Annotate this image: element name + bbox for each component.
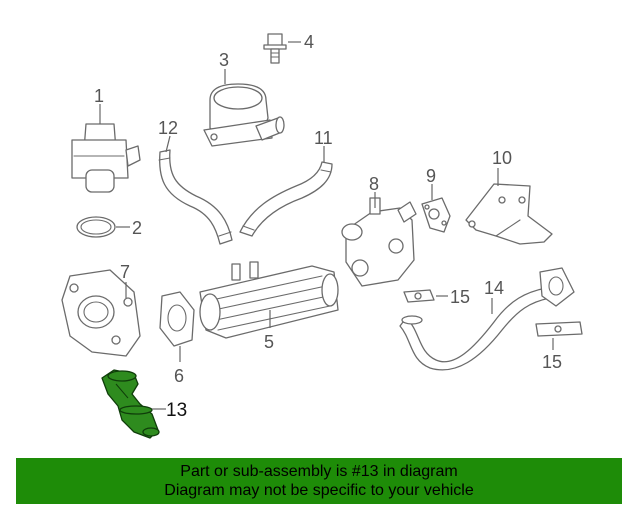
part-3-sensor[interactable] (203, 83, 285, 147)
callout-4: 4 (304, 32, 314, 52)
info-banner: Part or sub-assembly is #13 in diagram D… (16, 458, 622, 504)
callout-15b: 15 (542, 352, 562, 372)
part-8-egr-valve[interactable] (341, 197, 417, 287)
callout-5: 5 (264, 332, 274, 352)
banner-line-1: Part or sub-assembly is #13 in diagram (180, 463, 458, 480)
callout-13: 13 (166, 400, 187, 421)
part-2-oring[interactable] (76, 216, 116, 238)
part-15-gasket-lower[interactable] (535, 321, 583, 337)
callout-12: 12 (158, 118, 178, 138)
part-5-egr-cooler[interactable] (199, 261, 339, 339)
callout-11: 11 (314, 128, 333, 148)
callout-8: 8 (369, 174, 379, 194)
part-7-throttle-body[interactable] (61, 269, 141, 357)
part-13-pipe-highlighted[interactable] (101, 369, 160, 439)
callout-2: 2 (132, 218, 142, 238)
callout-6: 6 (174, 366, 184, 386)
banner-line-2: Diagram may not be specific to your vehi… (164, 482, 474, 499)
part-14-pipe[interactable] (399, 267, 575, 371)
parts-diagram: 4 3 1 2 12 11 (61, 32, 583, 439)
callout-1: 1 (94, 86, 104, 106)
part-12-hose[interactable] (158, 149, 233, 245)
part-1-valve[interactable] (71, 123, 141, 193)
part-11-hose[interactable] (239, 161, 333, 237)
part-15-gasket-upper[interactable] (403, 289, 435, 303)
callout-14: 14 (484, 278, 504, 298)
callout-9: 9 (426, 166, 436, 186)
callout-10: 10 (492, 148, 512, 168)
callout-7: 7 (120, 262, 130, 282)
part-10-bracket[interactable] (465, 183, 553, 245)
part-4-bolt[interactable] (263, 33, 287, 64)
leader-12 (165, 135, 171, 153)
part-6-gasket[interactable] (159, 291, 195, 347)
callout-15a: 15 (450, 287, 470, 307)
part-9-gasket[interactable] (421, 197, 451, 233)
callout-3: 3 (219, 50, 229, 70)
